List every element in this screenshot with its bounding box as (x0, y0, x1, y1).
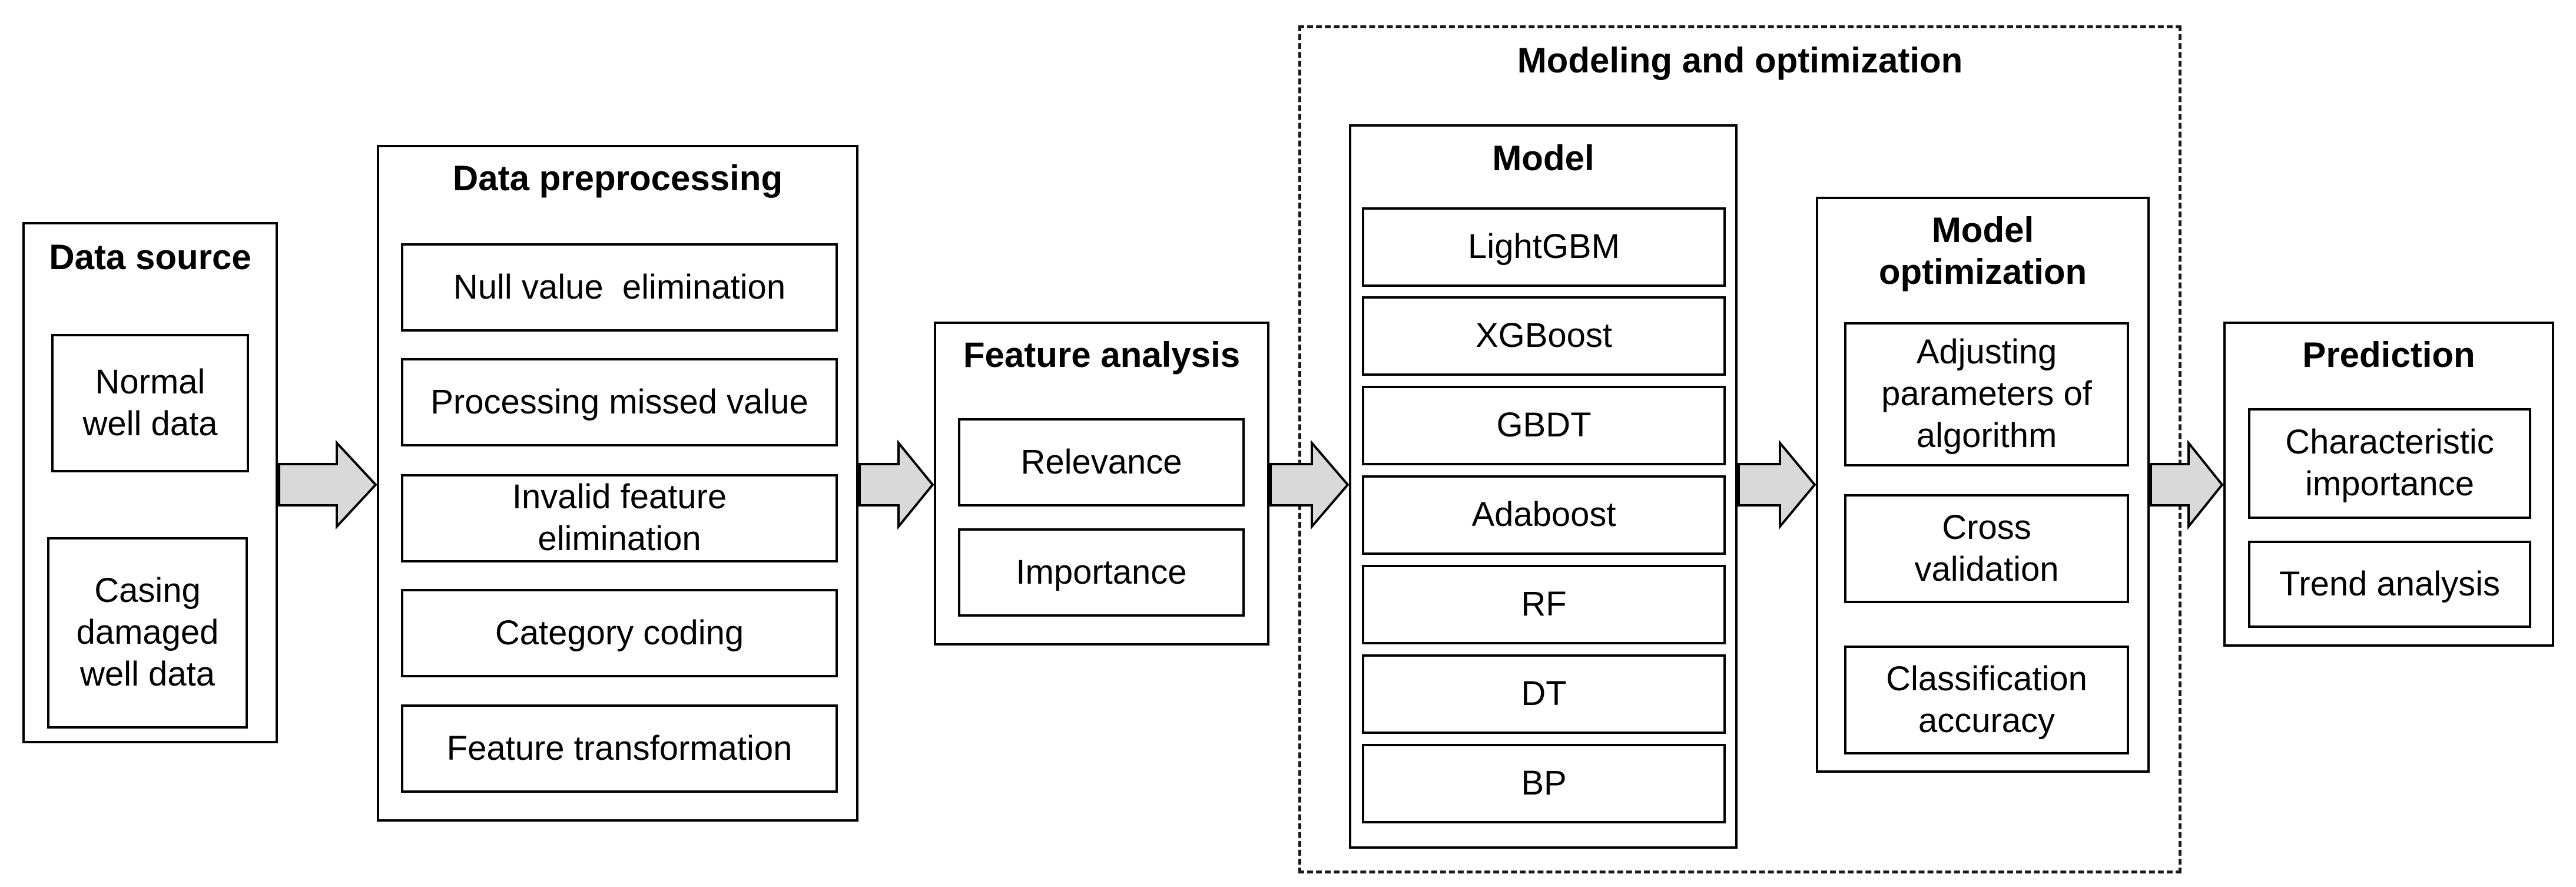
model-dt-label: DT (1521, 674, 1567, 713)
arrow-source-to-preprocessing (278, 439, 377, 530)
trend-analysis-box: Trend analysis (2248, 541, 2531, 628)
model-rf-label: RF (1521, 585, 1567, 624)
casing-damaged-well-data-box: Casing damaged well data (47, 537, 248, 729)
classification-accuracy-label: Classification accuracy (1886, 659, 2087, 740)
normal-well-data-label: Normal well data (82, 362, 218, 443)
data-source-title: Data source (49, 237, 251, 277)
importance-box: Importance (958, 528, 1245, 617)
model-rf-box: RF (1362, 565, 1726, 644)
arrow-optimization-to-prediction (2150, 439, 2224, 530)
null-value-elimination-box: Null value elimination (401, 243, 838, 332)
model-bp-label: BP (1521, 764, 1567, 803)
data-preprocessing-title: Data preprocessing (452, 158, 783, 198)
feature-transformation-label: Feature transformation (446, 729, 793, 767)
characteristic-importance-box: Characteristic importance (2248, 408, 2531, 519)
feature-analysis-title: Feature analysis (963, 335, 1241, 375)
model-lightgbm-box: LightGBM (1362, 207, 1726, 287)
normal-well-data-box: Normal well data (51, 334, 249, 472)
arrow-model-to-optimization (1738, 439, 1816, 530)
model-gbdt-label: GBDT (1496, 406, 1592, 445)
arrow-feature-to-model (1269, 439, 1350, 530)
model-lightgbm-label: LightGBM (1468, 227, 1620, 266)
model-dt-box: DT (1362, 654, 1726, 734)
model-optimization-title: Model optimization (1878, 210, 2087, 292)
trend-analysis-label: Trend analysis (2279, 564, 2501, 603)
relevance-label: Relevance (1020, 442, 1182, 481)
casing-damaged-well-data-label: Casing damaged well data (76, 571, 219, 693)
modeling-optimization-title: Modeling and optimization (1517, 41, 1963, 80)
model-bp-box: BP (1362, 744, 1726, 823)
model-xgboost-box: XGBoost (1362, 296, 1726, 376)
null-value-elimination-label: Null value elimination (453, 267, 786, 306)
processing-missed-value-label: Processing missed value (430, 382, 808, 421)
category-coding-label: Category coding (495, 613, 744, 652)
characteristic-importance-label: Characteristic importance (2285, 423, 2494, 503)
model-adaboost-box: Adaboost (1362, 475, 1726, 555)
cross-validation-box: Cross validation (1844, 494, 2129, 603)
importance-label: Importance (1016, 552, 1187, 591)
adjusting-parameters-label: Adjusting parameters of algorithm (1881, 333, 2092, 455)
model-adaboost-label: Adaboost (1471, 495, 1616, 534)
arrow-preprocessing-to-feature (858, 439, 934, 530)
category-coding-box: Category coding (401, 589, 838, 677)
model-xgboost-label: XGBoost (1475, 316, 1613, 355)
relevance-box: Relevance (958, 418, 1245, 507)
modeling-optimization-group (1298, 25, 2182, 873)
invalid-feature-elimination-box: Invalid feature elimination (401, 474, 838, 562)
invalid-feature-elimination-label: Invalid feature elimination (512, 478, 727, 558)
adjusting-parameters-box: Adjusting parameters of algorithm (1844, 322, 2129, 466)
classification-accuracy-box: Classification accuracy (1844, 646, 2129, 754)
feature-transformation-box: Feature transformation (401, 704, 838, 793)
model-title: Model (1492, 138, 1594, 178)
processing-missed-value-box: Processing missed value (401, 358, 838, 446)
prediction-title: Prediction (2302, 335, 2475, 375)
model-gbdt-box: GBDT (1362, 386, 1726, 465)
cross-validation-label: Cross validation (1914, 508, 2059, 588)
